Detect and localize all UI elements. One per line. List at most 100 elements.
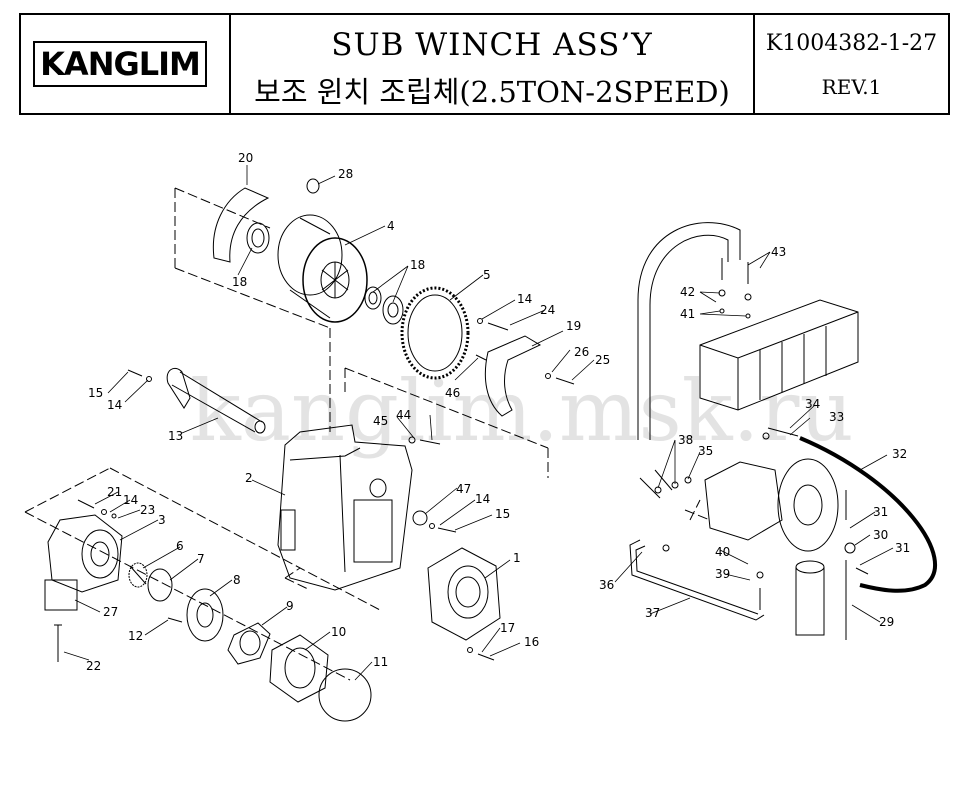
logo-cell: KANGLIM (21, 15, 231, 113)
document-number: K1004382-1-27 (765, 31, 938, 56)
part-2-frame (277, 424, 413, 591)
revision-label: REV.1 (821, 75, 882, 99)
callout-39: 39 (715, 567, 730, 581)
callout-29: 29 (879, 615, 894, 629)
callout-11: 11 (373, 655, 388, 669)
callout-18-left: 18 (232, 275, 247, 289)
callout-21: 21 (107, 485, 122, 499)
callout-24: 24 (540, 303, 555, 317)
document-cell: K1004382-1-27 REV.1 (755, 15, 948, 113)
callout-14-motor: 14 (123, 493, 138, 507)
part-29-accumulator (795, 560, 825, 636)
callout-4: 4 (387, 219, 395, 233)
callout-22: 22 (86, 659, 101, 673)
part-19-shield (484, 335, 542, 417)
part-13-shaft (166, 368, 266, 434)
bolt-group-16 (467, 647, 495, 661)
logo-text: KANGLIM (40, 45, 201, 83)
callout-15-left: 15 (88, 386, 103, 400)
part-20-shield (212, 187, 270, 263)
callout-42: 42 (680, 285, 695, 299)
part-4-drum (277, 214, 368, 323)
part-8-flange (186, 588, 224, 642)
assembly-guide-lines (24, 187, 711, 681)
callout-15-right: 15 (495, 507, 510, 521)
part-47-washer (412, 510, 428, 526)
callout-38: 38 (678, 433, 693, 447)
callout-7: 7 (197, 552, 205, 566)
callout-28: 28 (338, 167, 353, 181)
fittings-33-34 (762, 427, 799, 440)
callout-1: 1 (513, 551, 521, 565)
callout-9: 9 (286, 599, 294, 613)
callout-40: 40 (715, 545, 730, 559)
part-11-seal (318, 668, 372, 722)
bolt-group-44 (408, 436, 441, 445)
callout-leader-lines (63, 165, 894, 681)
part-5-ring-gear (400, 286, 470, 380)
part-36-37-pipe (629, 539, 765, 621)
callout-32: 32 (892, 447, 907, 461)
fittings-43 (721, 258, 749, 284)
callout-labels: 20 28 4 18 18 5 14 24 19 26 25 46 15 14 … (86, 151, 910, 673)
part-7-o-ring (147, 568, 173, 602)
part-9-gasket (227, 622, 271, 665)
part-28-plug (306, 178, 320, 194)
part-3-motor (47, 514, 123, 593)
kanglim-logo: KANGLIM (33, 41, 207, 87)
bolt-group-25 (545, 373, 575, 385)
callout-41: 41 (680, 307, 695, 321)
bolt-group-24 (477, 318, 509, 331)
callout-13: 13 (168, 429, 183, 443)
callout-12: 12 (128, 629, 143, 643)
bolt-group-12 (167, 617, 183, 623)
callout-23: 23 (140, 503, 155, 517)
title-block: KANGLIM SUB WINCH ASS’Y 보조 윈치 조립체(2.5TON… (19, 13, 950, 115)
watermark: kanglim.msk.ru (190, 362, 854, 460)
callout-20: 20 (238, 151, 253, 165)
callout-17: 17 (500, 621, 515, 635)
fittings-35-38 (639, 469, 692, 499)
callout-43: 43 (771, 245, 786, 259)
part-46-pin (475, 354, 487, 361)
fittings-39-40 (756, 571, 764, 610)
bolt-group-15-right (429, 523, 457, 533)
callout-45: 45 (373, 414, 388, 428)
callout-46: 46 (445, 386, 460, 400)
callout-16: 16 (524, 635, 539, 649)
callout-35: 35 (698, 444, 713, 458)
callout-10: 10 (331, 625, 346, 639)
part-18-bearing (246, 222, 270, 254)
control-valve-bank (699, 299, 859, 411)
callout-36: 36 (599, 578, 614, 592)
callout-14-upper: 14 (517, 292, 532, 306)
callout-27: 27 (103, 605, 118, 619)
bolt-group-21 (77, 499, 117, 519)
callout-18-right: 18 (410, 258, 425, 272)
part-27-valve-block (44, 579, 78, 611)
part-10-housing (269, 634, 329, 703)
callout-14-right: 14 (475, 492, 490, 506)
callout-19: 19 (566, 319, 581, 333)
bolt-group-15-left (127, 369, 152, 382)
callout-34: 34 (805, 397, 820, 411)
callout-2: 2 (245, 471, 253, 485)
callout-25: 25 (595, 353, 610, 367)
callout-44: 44 (396, 408, 411, 422)
callout-47: 47 (456, 482, 471, 496)
callout-37: 37 (645, 606, 660, 620)
callout-14-left: 14 (107, 398, 122, 412)
callout-33: 33 (829, 410, 844, 424)
callout-6: 6 (176, 539, 184, 553)
hydraulic-hose-upper (637, 222, 741, 440)
callout-31-upper: 31 (873, 505, 888, 519)
fittings-41-42 (718, 289, 752, 319)
callout-30: 30 (873, 528, 888, 542)
part-32-hose (799, 436, 938, 593)
callout-8: 8 (233, 573, 241, 587)
callout-31-lower: 31 (895, 541, 910, 555)
fittings-29-31 (844, 490, 869, 640)
winch-motor-assembly (704, 458, 839, 552)
callout-26: 26 (574, 345, 589, 359)
